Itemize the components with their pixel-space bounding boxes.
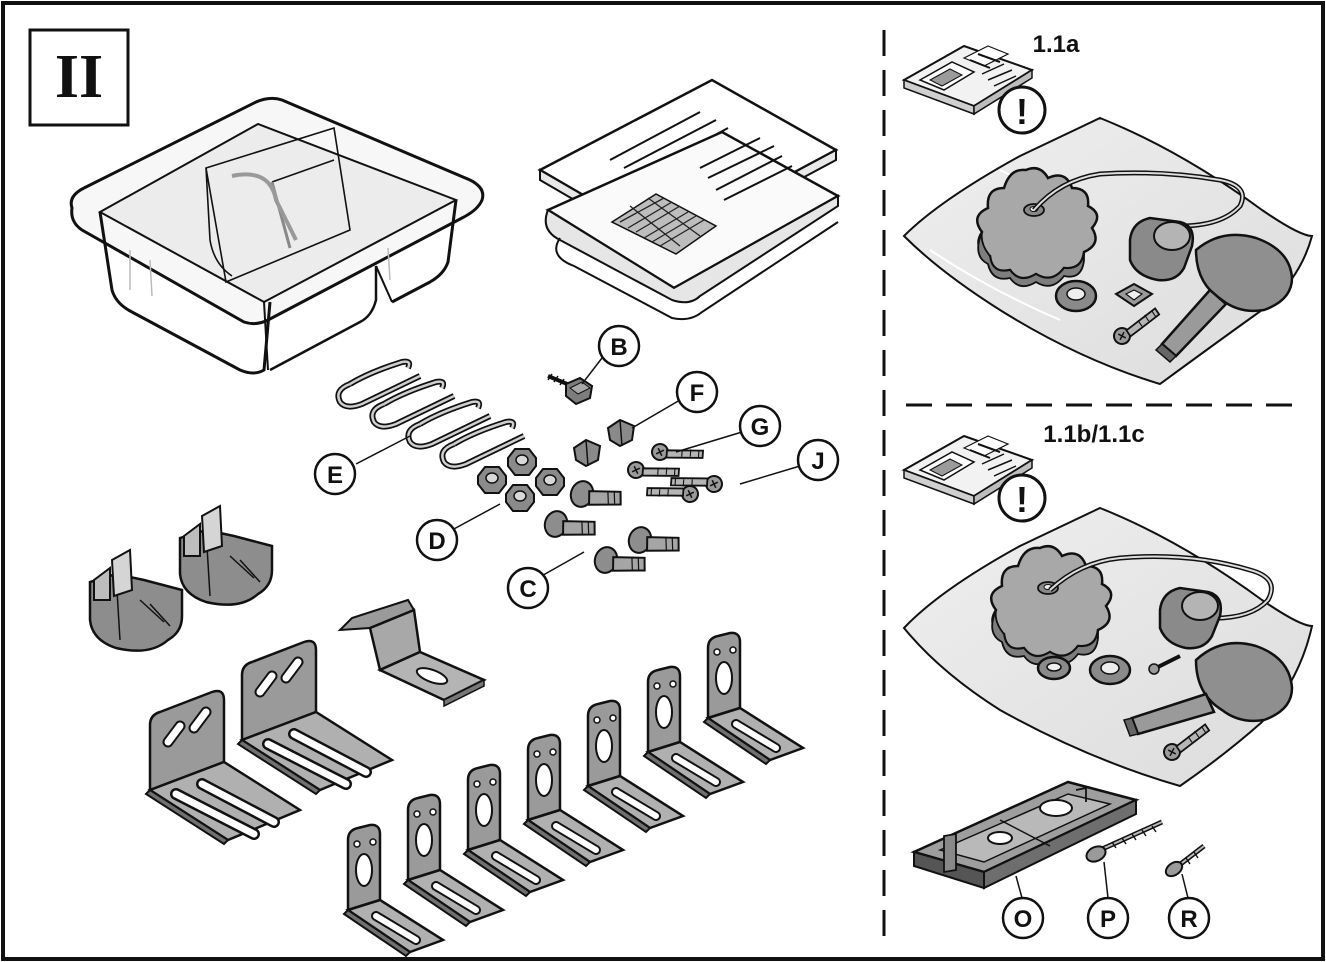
part-label-j: J [796,438,840,482]
svg-text:R: R [1180,906,1197,933]
rubber-cap [1128,216,1194,282]
svg-text:F: F [690,380,705,407]
variant-1-1a: 1.1a ! [902,31,1314,386]
svg-text:E: E [327,462,343,489]
leader-lines [355,357,801,579]
part-label-g: G [738,404,782,448]
variant-title-1-1b-1-1c: 1.1b/1.1c [1043,421,1144,448]
bent-plate [337,598,487,708]
part-label-o: O [1001,896,1045,940]
instruction-manuals [537,78,841,321]
svg-text:G: G [751,414,770,441]
washers [1036,654,1132,686]
part-label-c: C [506,566,550,610]
clips-f [572,418,636,468]
part-label-d: D [415,518,459,562]
svg-text:!: ! [1016,479,1028,520]
svg-text:J: J [811,448,824,475]
plastic-tray [69,96,485,375]
corner-clips [88,504,274,652]
washers [1054,279,1154,313]
svg-text:C: C [519,576,536,603]
variant-title-1-1a: 1.1a [1033,31,1080,58]
variant-1-1b-1-1c: 1.1b/1.1c ! [902,421,1314,940]
wood-screw-b [547,373,594,406]
section-numeral-box: II [28,28,130,127]
svg-text:P: P [1100,906,1116,933]
part-label-f: F [675,370,719,414]
svg-text:!: ! [1016,91,1028,132]
rubber-cap [1158,586,1222,650]
svg-text:O: O [1014,906,1033,933]
warning-icon: ! [997,85,1047,135]
part-label-r: R [1167,896,1211,940]
long-screw-p [1085,819,1164,863]
warning-icon: ! [997,473,1047,523]
svg-text:D: D [428,528,445,555]
part-label-p: P [1086,896,1130,940]
crank-handle [1154,233,1294,364]
part-label-e: E [313,452,357,496]
svg-text:B: B [610,334,627,361]
base-plate-o [910,780,1140,890]
section-numeral: II [55,43,103,111]
part-label-b: B [597,324,641,368]
short-screw-r [1164,844,1206,878]
crank-handle [1123,641,1294,737]
